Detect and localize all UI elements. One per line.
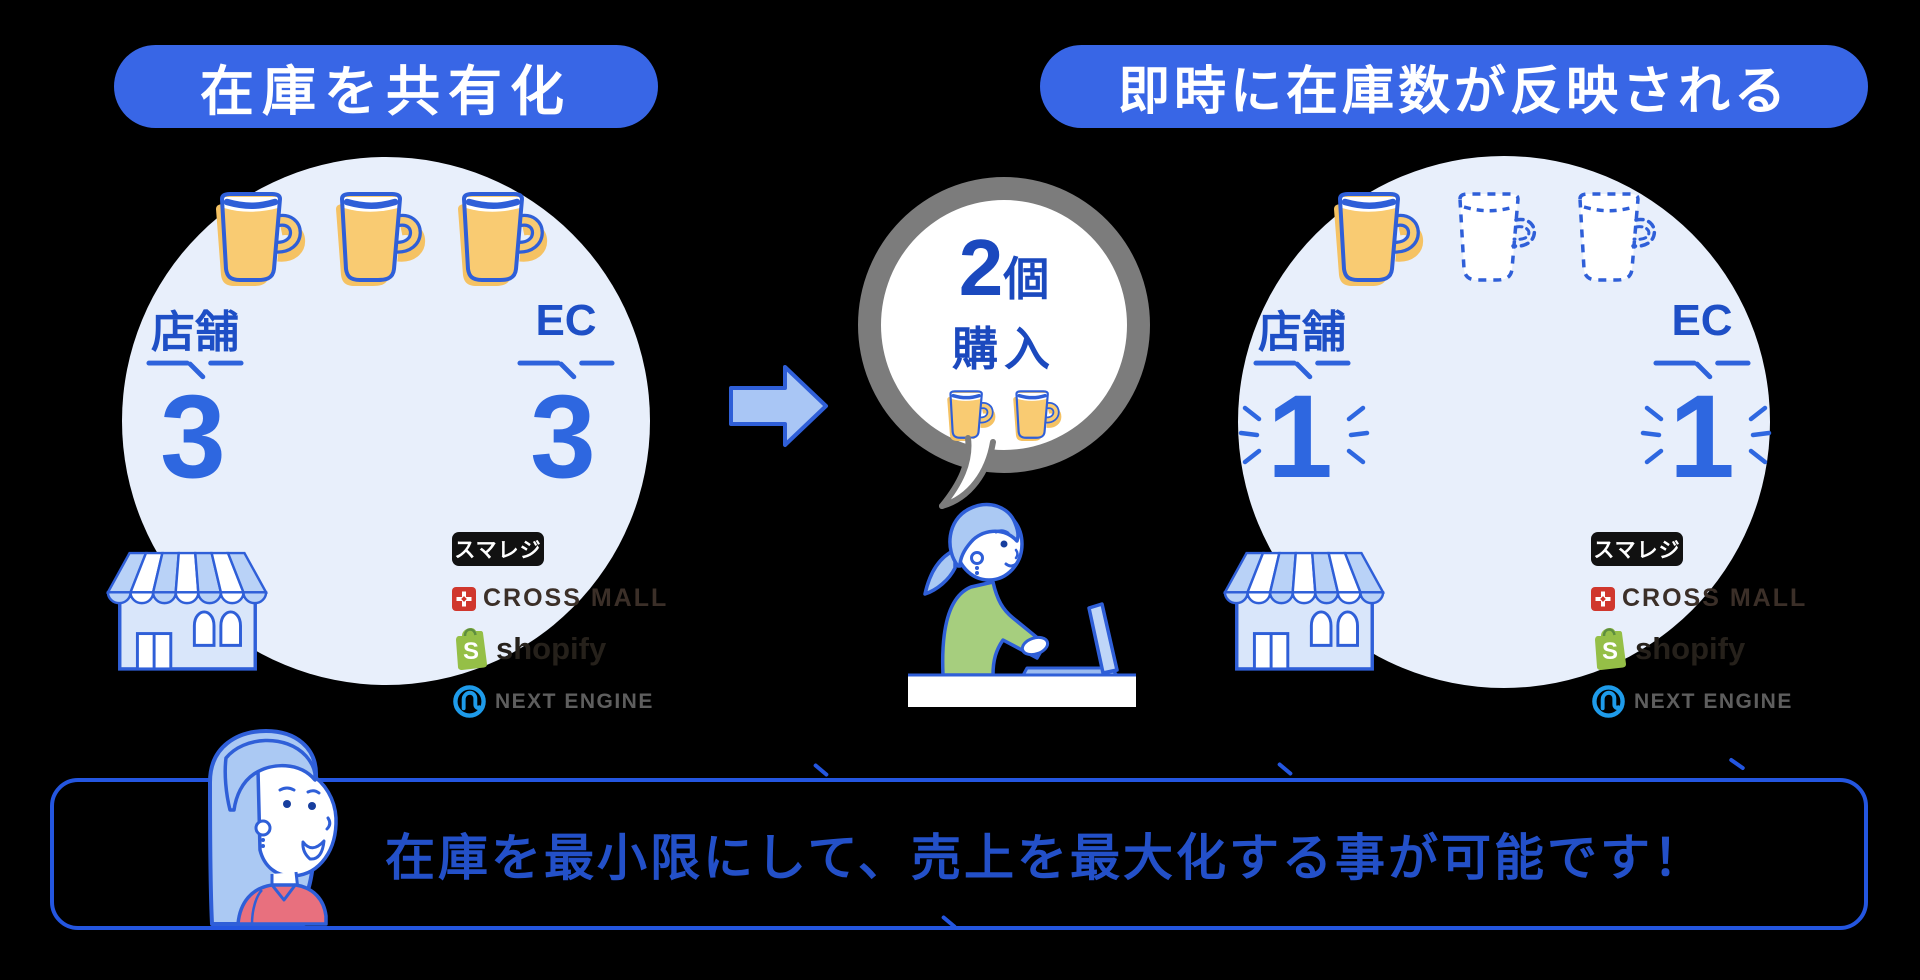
store-icon [1223,551,1385,671]
crossmall-logo-text: CROSS MALL [1622,584,1808,612]
smaregi-logo-text: スマレジ [1593,539,1681,562]
shopify-logo-text: shopify [1635,631,1746,666]
right-store-label: 店舗 [1258,308,1346,357]
left-ec-count: 3 [530,371,596,503]
shopify-icon [1593,626,1628,672]
emphasis-burst-icon [1240,402,1264,468]
nextengine-logo: NEXT ENGINE [1591,684,1793,719]
takeaway-text: 在庫を最小限にして、売上を最大化する事が可能です！ [385,830,1706,886]
banner-tick-decoration [1728,757,1746,771]
left-store-label: 店舗 [151,308,239,357]
purchased-mugs [944,387,1064,441]
emphasis-burst-icon [1642,402,1666,468]
nextengine-icon [452,684,487,719]
girl-illustration [208,729,338,926]
mug-icon [330,186,430,286]
purchase-unit: 個 [1003,253,1050,305]
mug-icon [452,186,552,286]
right-header-pill: 即時に在庫数が反映される [1040,45,1868,128]
mug-dashed-icon [1578,192,1657,282]
left-ec-label: EC [535,296,597,345]
purchase-count: 2 [958,223,1004,312]
smaregi-logo-text: スマレジ [454,539,542,562]
takeaway-banner [50,778,1868,930]
crossmall-logo: CROSS MALL [452,584,668,613]
shopify-logo: shopify [452,626,606,672]
mug-icon [944,387,998,441]
mug-icon [1010,387,1064,441]
banner-tick-decoration [1276,761,1294,777]
crossmall-logo: CROSS MALL [1591,584,1807,613]
mug-icon [210,186,310,286]
store-icon [106,551,268,671]
crossmall-logo-text: CROSS MALL [483,584,669,612]
smaregi-logo: スマレジ [1591,532,1683,566]
nextengine-logo-text: NEXT ENGINE [495,689,654,713]
purchase-quantity: 2 個 [959,228,1050,309]
shopify-logo: shopify [1591,626,1745,672]
right-ec-count: 1 [1669,371,1735,503]
speech-bubble-tail [939,435,996,509]
nextengine-logo-text: NEXT ENGINE [1634,689,1793,713]
emphasis-burst-icon [1344,402,1368,468]
left-header-label: 在庫を共有化 [200,62,572,122]
shopify-icon [454,626,489,672]
right-header-label: 即時に在庫数が反映される [1117,63,1790,121]
left-store-count: 3 [160,371,226,503]
left-header-pill: 在庫を共有化 [114,45,658,128]
nextengine-icon [1591,684,1626,719]
right-store-count: 1 [1267,371,1333,503]
arrow-right-icon [729,365,828,447]
right-ec-label: EC [1671,296,1733,345]
crossmall-icon [1591,586,1615,611]
mug-dashed-icon [1458,192,1537,282]
crossmall-icon [452,586,476,611]
smaregi-logo: スマレジ [452,532,544,566]
purchase-speech-bubble: 2 個 購入 [858,177,1150,473]
shopify-logo-text: shopify [496,631,607,666]
mug-icon [1328,186,1428,286]
nextengine-logo: NEXT ENGINE [452,684,654,719]
banner-tick-decoration [812,762,830,778]
person-at-laptop-illustration [908,502,1136,707]
purchase-action: 購入 [952,323,1056,375]
emphasis-burst-icon [1746,402,1770,468]
